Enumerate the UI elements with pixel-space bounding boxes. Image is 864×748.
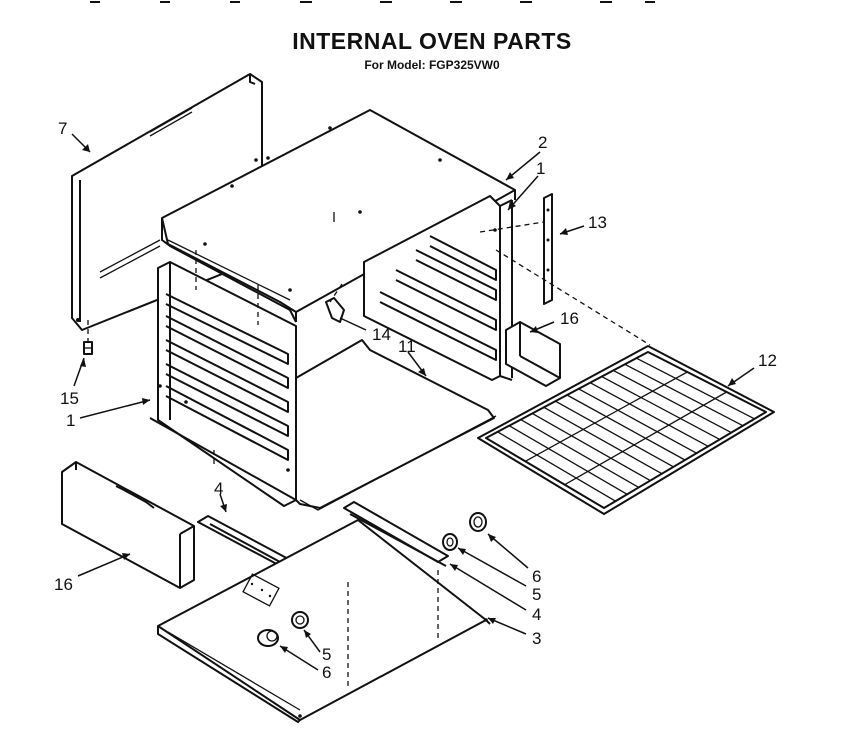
callout-2: 2	[538, 133, 548, 152]
rack-wire	[508, 425, 628, 495]
rack-wire	[543, 406, 663, 475]
left-rack-slots	[165, 293, 289, 461]
rack-wire	[566, 394, 686, 461]
callout-12: 12	[758, 351, 777, 370]
bracket-part-13	[543, 193, 553, 305]
rack-wires	[497, 357, 755, 502]
callout-4-right: 4	[532, 605, 542, 624]
right-rack-slots	[379, 235, 497, 361]
knob-part-6-bottom	[257, 629, 279, 647]
rack-wire	[624, 363, 744, 427]
rail-right-part-4	[343, 501, 449, 567]
page-title: INTERNAL OVEN PARTS	[292, 28, 572, 54]
callout-3: 3	[532, 629, 542, 648]
callout-15: 15	[60, 389, 79, 408]
rack-wire	[564, 391, 727, 486]
model-subtitle: For Model: FGP325VW0	[364, 58, 500, 72]
callout-7: 7	[58, 119, 68, 138]
callout-16-left: 16	[54, 575, 73, 594]
rack-wire	[601, 375, 721, 441]
callout-1-top: 1	[536, 159, 546, 178]
callout-5-right: 5	[532, 585, 542, 604]
leader-lines	[71, 133, 755, 671]
knob-part-5-bottom	[291, 611, 309, 629]
base-panel-part-3	[157, 519, 491, 723]
callout-4-top: 4	[214, 479, 224, 498]
callout-6-right: 6	[532, 567, 542, 586]
callout-16-right: 16	[560, 309, 579, 328]
rack-wire	[497, 431, 616, 502]
callout-14: 14	[372, 325, 391, 344]
rack-wire	[578, 388, 697, 454]
rack-wire	[555, 400, 674, 468]
oven-rack-part-12	[477, 345, 775, 515]
rack-wire	[531, 412, 651, 482]
rack-wire	[612, 369, 732, 434]
knob-part-6-right	[469, 512, 487, 532]
callout-5-bottom: 5	[322, 645, 332, 664]
alignment-lines	[87, 221, 651, 690]
clip-part-14	[325, 297, 345, 323]
left-side-panel-part-1	[149, 261, 297, 507]
rack-wire	[636, 357, 755, 420]
rack-wire	[525, 371, 688, 462]
front-trim-left-part-16	[61, 461, 195, 589]
callout-13: 13	[588, 213, 607, 232]
callout-1-left: 1	[66, 411, 76, 430]
oven-bottom-part-11	[295, 339, 497, 511]
side-trim-right-part-16	[505, 321, 561, 387]
knob-part-5-right	[442, 533, 458, 551]
rack-wire	[520, 419, 640, 488]
rack-wire	[589, 382, 709, 447]
oven-liner-top-part-2	[161, 109, 516, 323]
screw-part-15	[83, 341, 93, 355]
callout-11: 11	[398, 337, 416, 356]
callout-6-bottom: 6	[322, 663, 332, 682]
